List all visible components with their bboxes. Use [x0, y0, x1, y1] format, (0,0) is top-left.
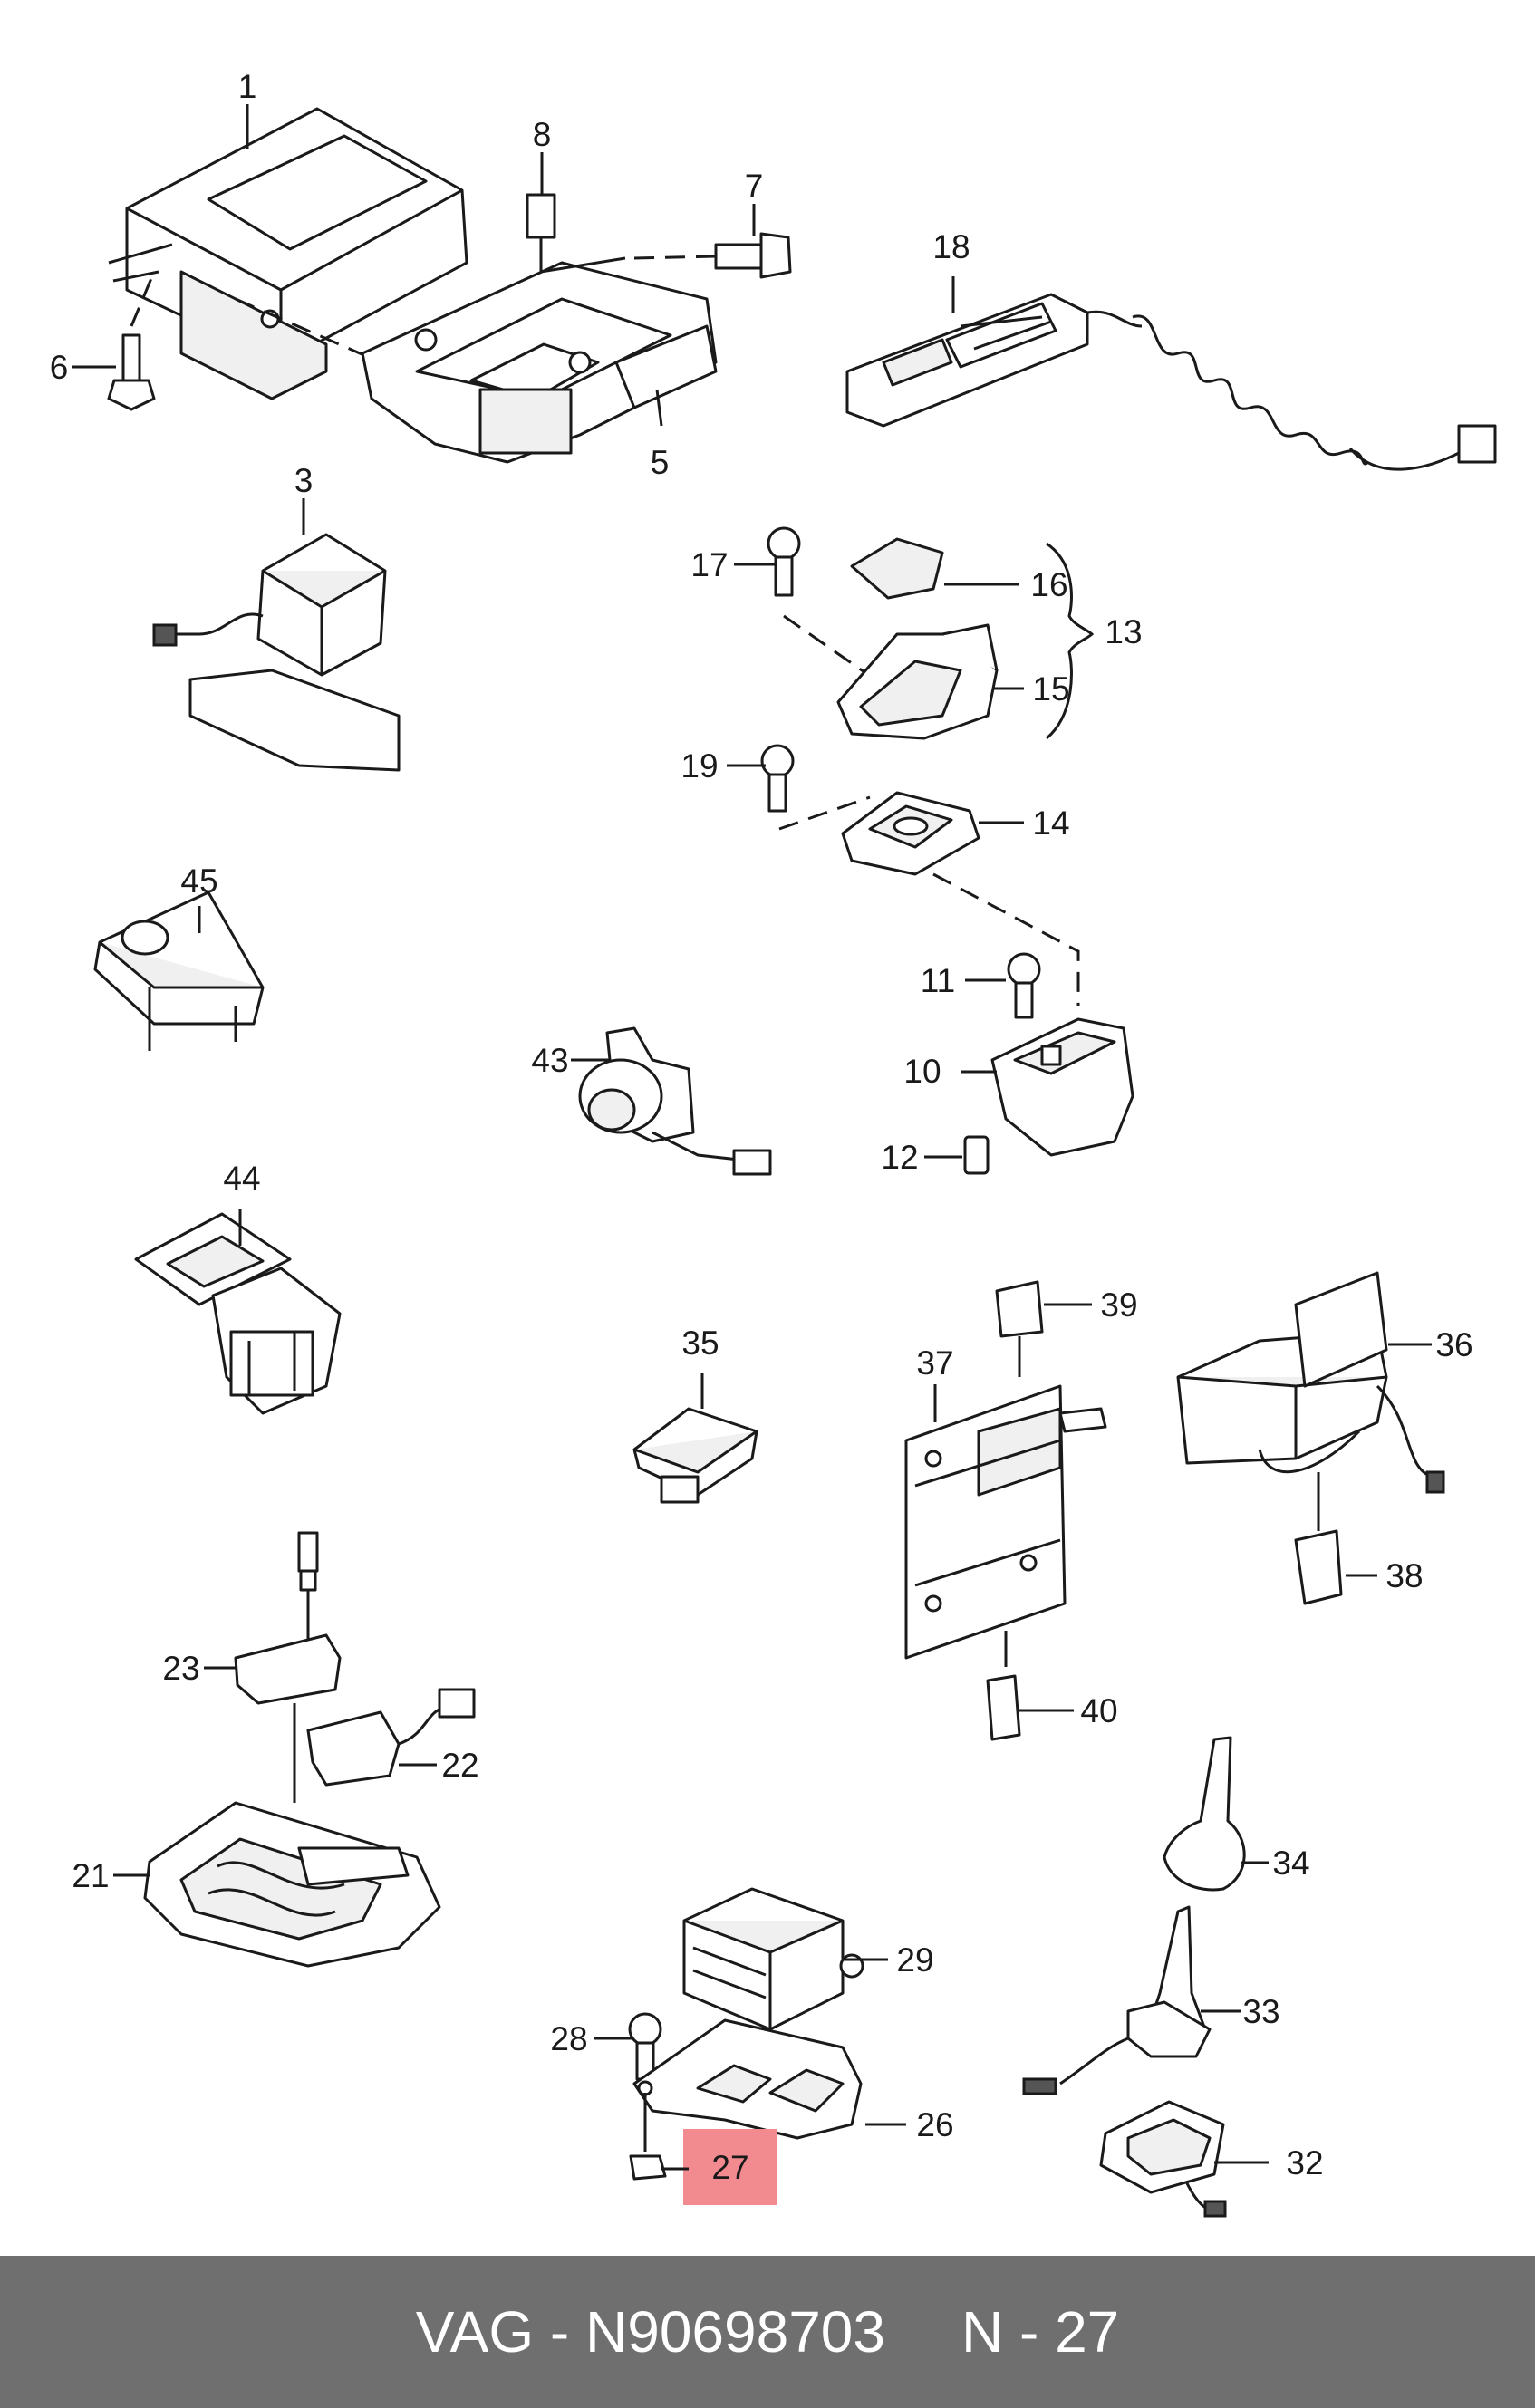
- exploded-parts-diagram: 1 3 5 6 7 8 10 11 12 13 14 15 16 17 18 1…: [50, 68, 1497, 2218]
- part-33-antenna-base: [1022, 1905, 1212, 2095]
- part-36-control-unit: [1176, 1271, 1445, 1494]
- label-6: 6: [50, 349, 69, 386]
- part-26-bracket: [632, 2018, 863, 2140]
- label-10: 10: [903, 1053, 941, 1090]
- part-35-module: [632, 1407, 758, 1504]
- label-27: 27: [711, 2149, 748, 2186]
- part-8-clip: [526, 193, 626, 274]
- label-45: 45: [180, 862, 217, 900]
- part-40-clip: [986, 1631, 1021, 1741]
- part-1-control-unit: [108, 107, 468, 400]
- part-number: N90698703: [585, 2299, 885, 2365]
- part-16-cover: [850, 537, 944, 600]
- part-6-bolt: [107, 271, 156, 411]
- part-44-housing: [134, 1212, 342, 1415]
- label-7: 7: [745, 168, 764, 205]
- part-11-screw: [1007, 952, 1041, 1019]
- label-8: 8: [533, 116, 552, 153]
- label-1: 1: [238, 68, 257, 105]
- label-5: 5: [651, 444, 670, 481]
- highlight-box-27: [683, 2129, 777, 2205]
- part-22-switch: [306, 1688, 476, 1787]
- footer-separator: -: [534, 2299, 586, 2365]
- part-39-clip: [995, 1280, 1044, 1377]
- label-29: 29: [896, 1941, 933, 1979]
- label-17: 17: [690, 546, 728, 583]
- label-38: 38: [1385, 1557, 1423, 1594]
- label-23: 23: [162, 1650, 199, 1687]
- label-14: 14: [1032, 804, 1069, 842]
- position-prefix: N -: [961, 2299, 1056, 2365]
- label-32: 32: [1286, 2144, 1323, 2182]
- brand-label: VAG: [415, 2299, 535, 2365]
- part-3-battery: [152, 533, 401, 772]
- part-27-clip-nut: [629, 2093, 667, 2181]
- part-32-antenna-pad: [1099, 2100, 1227, 2218]
- part-21-light-housing: [143, 1801, 441, 1968]
- label-21: 21: [72, 1857, 109, 1894]
- label-37: 37: [916, 1344, 953, 1382]
- part-29-module: [682, 1887, 864, 2031]
- label-33: 33: [1242, 1993, 1279, 2030]
- leader-lines: [72, 104, 1432, 2171]
- label-13: 13: [1105, 613, 1142, 650]
- part-34-antenna-rod: [1163, 1736, 1246, 1892]
- label-15: 15: [1032, 670, 1069, 708]
- label-16: 16: [1030, 566, 1067, 603]
- label-28: 28: [550, 2020, 587, 2057]
- part-5-bracket: [361, 261, 718, 464]
- label-3: 3: [294, 462, 314, 499]
- part-43-speaker: [578, 1026, 772, 1176]
- part-45-switch: [93, 891, 265, 1051]
- label-18: 18: [932, 228, 970, 265]
- label-19: 19: [681, 747, 718, 785]
- part-7-screw: [633, 232, 792, 279]
- part-14-plate: [841, 791, 1080, 1006]
- part-38-clip: [1294, 1472, 1343, 1605]
- label-36: 36: [1435, 1326, 1472, 1363]
- part-18-handset: [845, 293, 1497, 471]
- label-39: 39: [1100, 1286, 1137, 1324]
- part-12-nut: [963, 1135, 990, 1175]
- bracket-13: [1046, 542, 1095, 740]
- part-19-screw: [760, 744, 871, 831]
- label-35: 35: [681, 1324, 719, 1362]
- part-37-plate: [904, 1384, 1107, 1660]
- part-10-holder: [990, 1017, 1134, 1157]
- position-number: 27: [1055, 2299, 1120, 2365]
- part-number-footer: VAG - N90698703 N - 27: [0, 2256, 1535, 2408]
- label-22: 22: [441, 1747, 478, 1784]
- part-28-screw: [628, 2012, 662, 2081]
- part-15-cradle: [836, 623, 999, 740]
- label-43: 43: [531, 1042, 568, 1079]
- label-40: 40: [1080, 1692, 1117, 1729]
- part-17-screw: [767, 526, 889, 690]
- label-26: 26: [916, 2106, 953, 2143]
- label-34: 34: [1272, 1845, 1309, 1882]
- part-23-bracket: [234, 1531, 342, 1803]
- callout-labels: 1 3 5 6 7 8 10 11 12 13 14 15 16 17 18 1…: [50, 68, 1473, 2186]
- label-44: 44: [223, 1160, 260, 1197]
- label-12: 12: [881, 1139, 918, 1176]
- label-11: 11: [921, 962, 955, 999]
